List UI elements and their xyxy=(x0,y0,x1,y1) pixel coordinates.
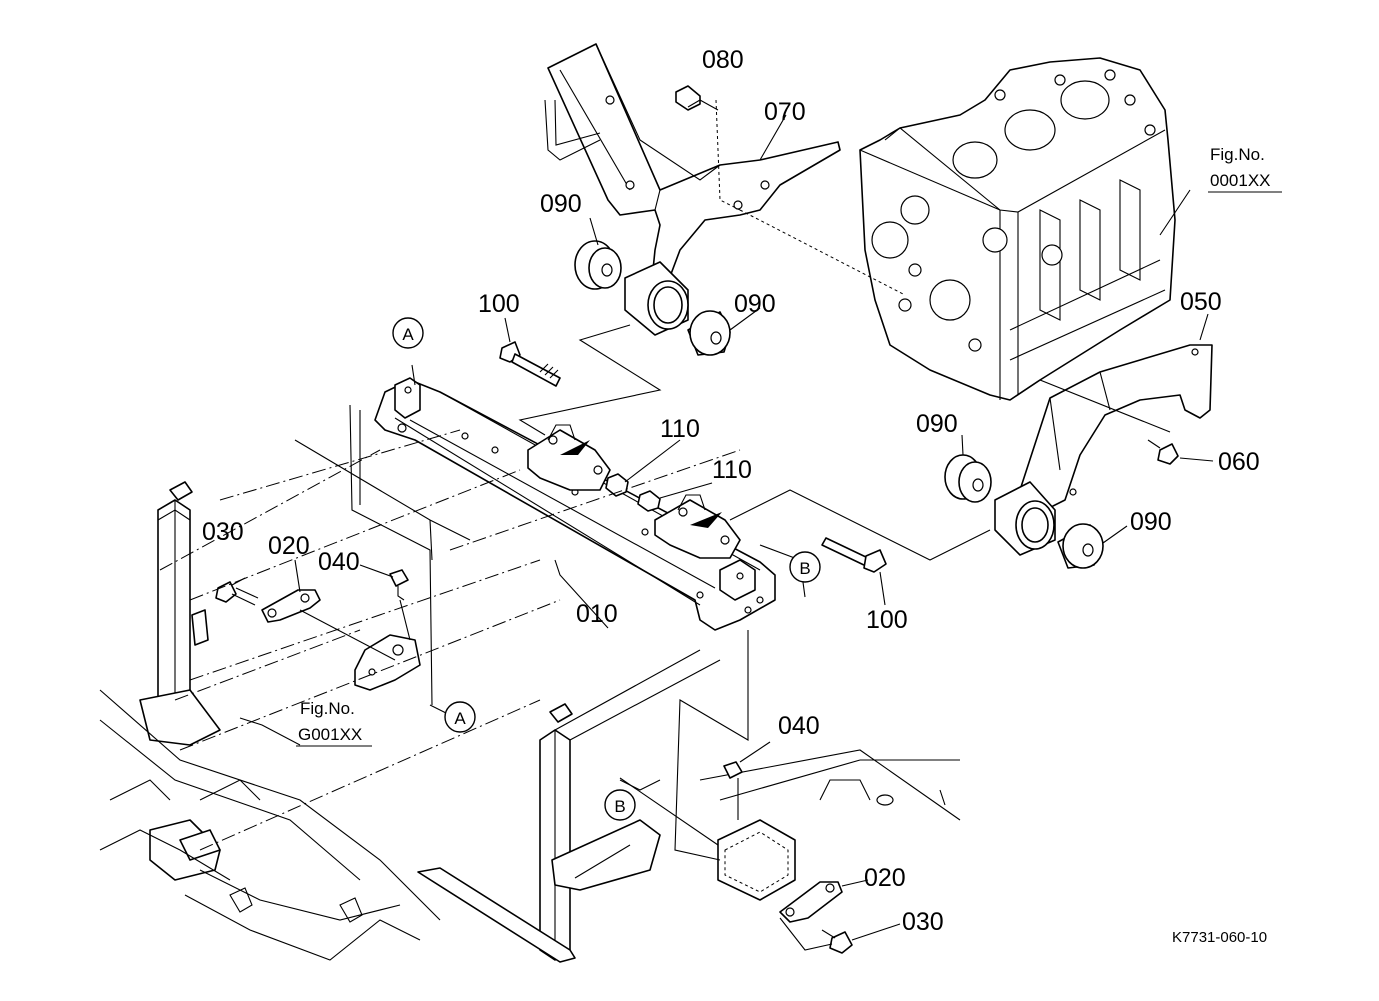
part-label-100-lower: 100 xyxy=(866,606,908,634)
drawing-code: K7731-060-10 xyxy=(1172,929,1267,946)
part-label-110-right: 110 xyxy=(712,456,752,484)
rubber-mount-top xyxy=(624,261,689,336)
bolt-080 xyxy=(675,85,719,111)
part-label-060: 060 xyxy=(1218,448,1260,476)
ref-circle-b-right: B xyxy=(789,551,821,583)
frame-fig-label: Fig.No. xyxy=(300,699,355,718)
ref-a-top-label: A xyxy=(402,325,414,344)
plate-020-lower xyxy=(779,881,843,923)
part-label-090-right-upper: 090 xyxy=(916,410,958,438)
ref-circle-b-bottom: B xyxy=(604,789,636,821)
engine-fig-label: Fig.No. xyxy=(1210,145,1265,164)
part-label-050: 050 xyxy=(1180,288,1222,316)
cushion-090-top-left xyxy=(574,240,622,290)
bolt-040-lower xyxy=(723,761,743,779)
cushion-090-right-lower xyxy=(1057,523,1104,569)
part-label-010: 010 xyxy=(576,600,618,628)
part-label-090-right-lower: 090 xyxy=(1130,508,1172,536)
ref-a-bottom-label: A xyxy=(454,709,466,728)
bracket-050 xyxy=(1019,344,1213,511)
part-label-100-upper: 100 xyxy=(478,290,520,318)
label-leaders xyxy=(231,99,1282,941)
bolt-030-upper xyxy=(215,581,259,606)
frame-fig-code: G001XX xyxy=(298,725,362,744)
nut-110-right xyxy=(637,490,661,512)
bracket-070 xyxy=(544,43,841,283)
bolt-030-lower xyxy=(821,929,853,954)
frame-bracket-left xyxy=(191,404,471,706)
engine-block xyxy=(859,57,1176,401)
rubber-mount-right xyxy=(994,481,1056,556)
part-label-020-upper: 020 xyxy=(268,532,310,560)
ref-b-bottom-label: B xyxy=(614,797,625,816)
part-label-110-left: 110 xyxy=(660,415,700,443)
part-label-090-top-left: 090 xyxy=(540,190,582,218)
plate-020-upper xyxy=(261,589,321,623)
part-label-030-upper: 030 xyxy=(202,518,244,546)
part-label-090-top-right: 090 xyxy=(734,290,776,318)
part-label-040-upper: 040 xyxy=(318,548,360,576)
ref-b-right-label: B xyxy=(799,559,810,578)
part-label-040-lower: 040 xyxy=(778,712,820,740)
phantom-lines xyxy=(159,99,906,851)
bolt-100-upper xyxy=(499,341,561,387)
part-label-070: 070 xyxy=(764,98,806,126)
nut-110-left xyxy=(605,473,629,497)
cushion-090-top-right xyxy=(687,310,731,356)
mount-pad-right xyxy=(654,494,741,559)
part-label-020-lower: 020 xyxy=(864,864,906,892)
connection-lines xyxy=(299,324,1171,951)
bolt-040-upper xyxy=(389,569,409,601)
frame-center xyxy=(417,649,961,963)
cushion-090-right-upper xyxy=(944,454,992,503)
ref-circle-a-top: A xyxy=(392,317,424,349)
frame-left xyxy=(99,481,441,961)
part-label-080: 080 xyxy=(702,46,744,74)
frame-bracket-lower xyxy=(717,819,796,901)
bolt-100-lower xyxy=(821,537,887,573)
ref-circle-a-bottom: A xyxy=(444,701,476,733)
mount-pad-left xyxy=(527,424,611,491)
engine-fig-code: 0001XX xyxy=(1210,171,1271,190)
bolt-060 xyxy=(1147,439,1179,465)
part-label-030-lower: 030 xyxy=(902,908,944,936)
